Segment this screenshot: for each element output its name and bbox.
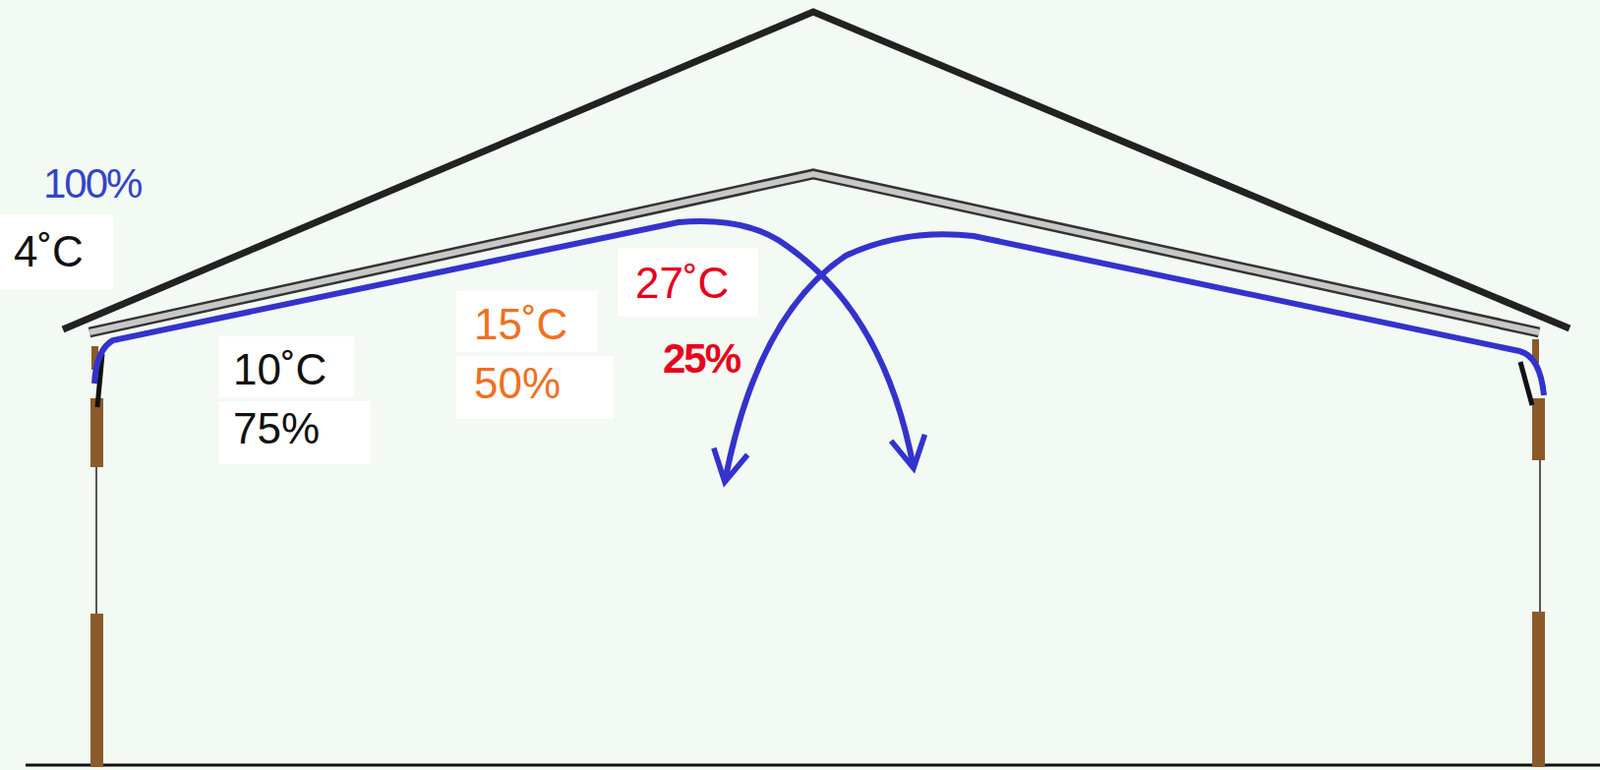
humidity-label: 75%: [219, 401, 371, 465]
temperature-label: 15˚C: [456, 291, 597, 353]
right-wall: [1520, 339, 1545, 768]
temperature-label: 10˚C: [219, 336, 355, 398]
humidity-label: 25%: [660, 336, 742, 382]
temperature-label: 27˚C: [617, 247, 759, 317]
left-wall: [90, 346, 104, 768]
ground-line: [25, 764, 1600, 768]
humidity-label: 100%: [33, 157, 151, 211]
temperature-label: 4˚C: [0, 214, 114, 290]
airflow-arrow: [724, 234, 1544, 482]
humidity-label: 50%: [456, 355, 614, 419]
airflow-arrow: [94, 221, 914, 469]
